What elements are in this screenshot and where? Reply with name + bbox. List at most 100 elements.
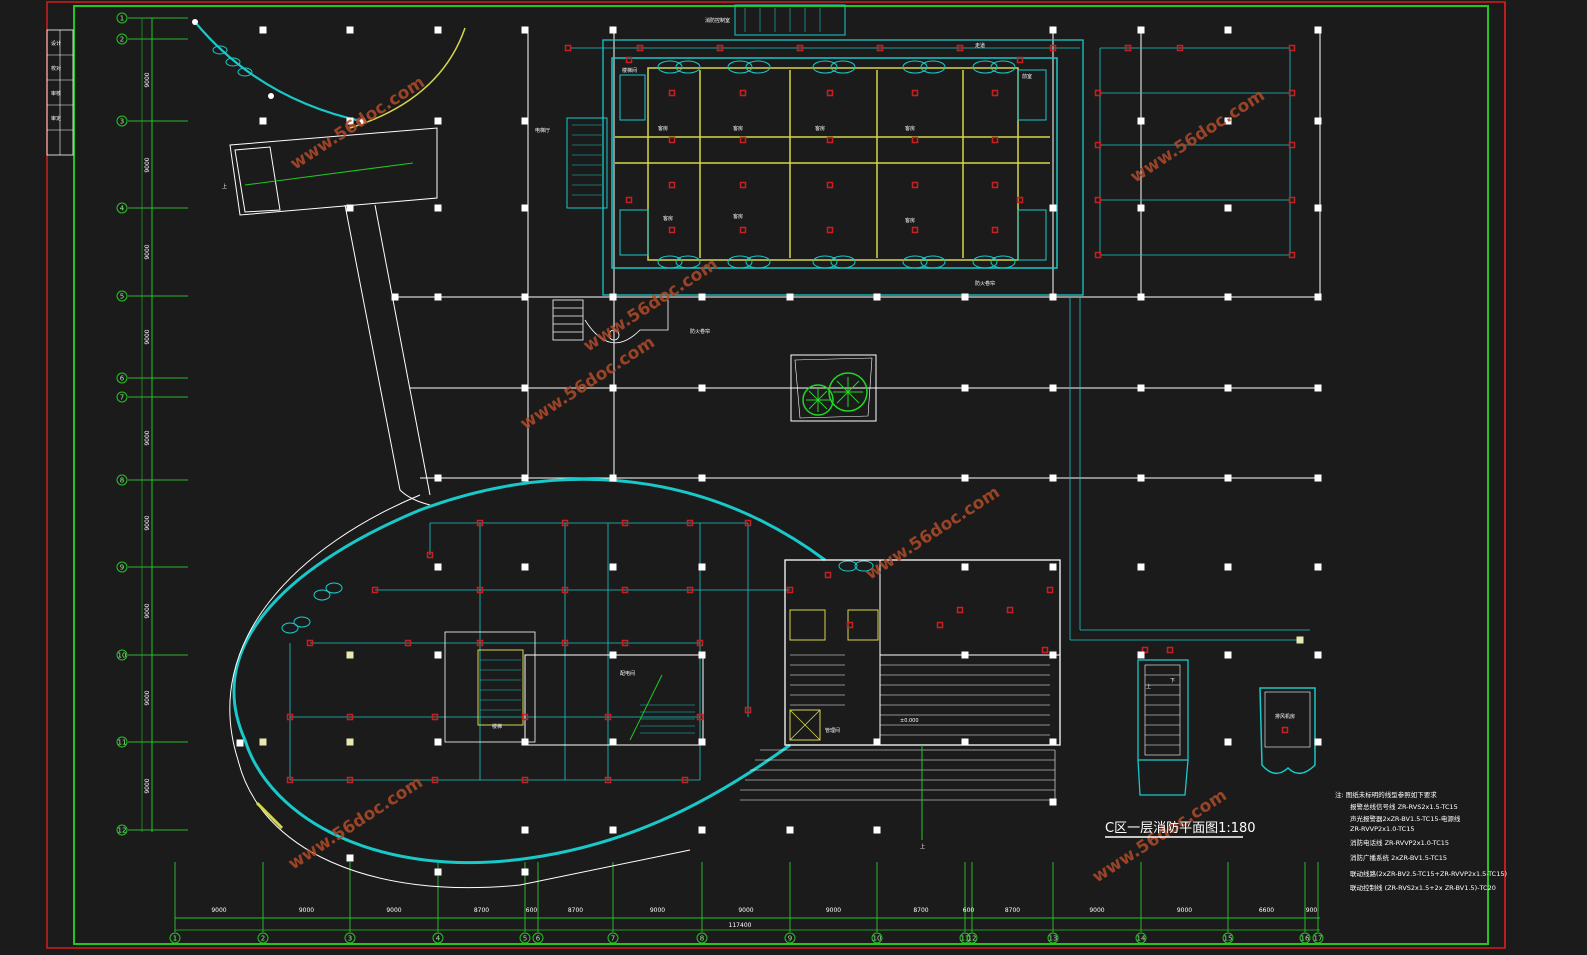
room-label-10: 客房 bbox=[663, 215, 673, 222]
column-square bbox=[698, 738, 706, 746]
room-label-19: 下 bbox=[1170, 678, 1175, 684]
room-label-1: 消防控制室 bbox=[705, 17, 730, 24]
smoke-detector bbox=[991, 226, 999, 234]
column-square bbox=[1224, 563, 1232, 571]
smoke-detector bbox=[1288, 141, 1296, 149]
column-dimension-text: 9000 bbox=[1089, 907, 1104, 914]
smoke-detector bbox=[1006, 606, 1014, 614]
row-dimension-text: 9000 bbox=[144, 515, 151, 530]
row-axis-label: 2 bbox=[120, 36, 124, 44]
column-square bbox=[521, 474, 529, 482]
title-block-cell-4: 审定 bbox=[51, 115, 61, 122]
column-square bbox=[786, 826, 794, 834]
smoke-detector bbox=[404, 639, 412, 647]
smoke-detector bbox=[696, 713, 704, 721]
smoke-detector bbox=[911, 89, 919, 97]
smoke-detector bbox=[786, 586, 794, 594]
smoke-detector bbox=[476, 519, 484, 527]
column-axis-label: 9 bbox=[788, 935, 792, 943]
smoke-detector bbox=[1141, 646, 1149, 654]
column-square bbox=[609, 563, 617, 571]
column-square bbox=[521, 384, 529, 392]
structural-columns bbox=[236, 26, 1322, 876]
column-dimension-text: 9000 bbox=[650, 907, 665, 914]
row-axis-bubble bbox=[116, 736, 128, 748]
smoke-detector bbox=[826, 226, 834, 234]
column-axis-bubble bbox=[344, 932, 356, 944]
column-axis-label: 8 bbox=[700, 935, 704, 943]
room-label-17: 防火卷帘 bbox=[690, 328, 710, 335]
column-square bbox=[346, 651, 354, 659]
smoke-detector bbox=[991, 181, 999, 189]
smoke-detector bbox=[744, 519, 752, 527]
column-axis-bubble bbox=[432, 932, 444, 944]
smoke-detector bbox=[521, 776, 529, 784]
column-axis-label: 1 bbox=[173, 935, 177, 943]
smoke-detector bbox=[1016, 196, 1024, 204]
smoke-detector bbox=[1176, 44, 1184, 52]
smoke-detector bbox=[286, 713, 294, 721]
column-square bbox=[521, 26, 529, 34]
column-square bbox=[434, 651, 442, 659]
row-dimension-text: 9000 bbox=[144, 603, 151, 618]
column-dimension-text: 8700 bbox=[568, 907, 583, 914]
column-square bbox=[1137, 117, 1145, 125]
column-square bbox=[259, 117, 267, 125]
row-axis-bubble bbox=[116, 649, 128, 661]
smoke-detector bbox=[431, 713, 439, 721]
column-axis-bubble bbox=[1222, 932, 1234, 944]
room-label-15: 排风机房 bbox=[1275, 713, 1295, 720]
smoke-detector bbox=[1046, 586, 1054, 594]
smoke-detector bbox=[668, 136, 676, 144]
column-square bbox=[609, 384, 617, 392]
room-labels: 消防控制室 楼梯间 前室 电梯厅 走道 客房 客房 客房 客房 客房 客房 客房… bbox=[222, 17, 1295, 850]
smoke-detector bbox=[1288, 44, 1296, 52]
smoke-detector bbox=[346, 713, 354, 721]
row-axis-label: 5 bbox=[120, 293, 124, 301]
smoke-detector bbox=[476, 639, 484, 647]
column-axis-bubble bbox=[1047, 932, 1059, 944]
notes-block: 注: 图纸未标明的线型参照如下要求 报警总线信号线 ZR-RVS2x1.5-TC… bbox=[1335, 790, 1507, 892]
column-square bbox=[609, 826, 617, 834]
column-square bbox=[961, 384, 969, 392]
drawing-title: C区一层消防平面图1:180 bbox=[1105, 820, 1256, 836]
column-dimension-text: 600 bbox=[526, 907, 538, 914]
column-axis-label: 12 bbox=[968, 935, 977, 943]
column-square bbox=[1224, 26, 1232, 34]
total-dimension: 117400 bbox=[729, 922, 752, 929]
smoke-detector bbox=[739, 226, 747, 234]
column-axis-label: 5 bbox=[523, 935, 527, 943]
note-line-5: 消防电话线 ZR-RVVP2x1.0-TC15 bbox=[1350, 838, 1449, 847]
row-axis-bubble bbox=[116, 391, 128, 403]
column-square bbox=[1137, 563, 1145, 571]
smoke-detector bbox=[476, 586, 484, 594]
room-label-22: ±0.000 bbox=[900, 718, 919, 724]
column-square bbox=[961, 293, 969, 301]
room-label-14: 配电间 bbox=[620, 670, 635, 677]
row-axis-label: 6 bbox=[120, 375, 125, 383]
column-square bbox=[1137, 651, 1145, 659]
smoke-detector bbox=[826, 181, 834, 189]
smoke-detector bbox=[936, 621, 944, 629]
smoke-detector bbox=[739, 136, 747, 144]
column-square bbox=[1314, 563, 1322, 571]
row-axis-label: 11 bbox=[118, 739, 127, 747]
smoke-detector bbox=[716, 44, 724, 52]
column-square bbox=[1224, 384, 1232, 392]
column-square bbox=[1049, 384, 1057, 392]
column-axis-bubble bbox=[169, 932, 181, 944]
row-axis-label: 7 bbox=[120, 394, 124, 402]
column-square bbox=[1224, 738, 1232, 746]
column-square bbox=[698, 826, 706, 834]
column-square bbox=[521, 738, 529, 746]
smoke-detector bbox=[1094, 196, 1102, 204]
note-line-7: 联动线路(2xZR-BV2.5-TC15+ZR-RVVP2x1.5-TC15) bbox=[1350, 869, 1507, 878]
column-dimension-text: 8700 bbox=[913, 907, 928, 914]
smoke-detector bbox=[696, 639, 704, 647]
room-label-7: 客房 bbox=[733, 125, 743, 132]
smoke-detector bbox=[876, 44, 884, 52]
column-axis-label: 6 bbox=[536, 935, 541, 943]
smoke-detector bbox=[426, 551, 434, 559]
column-axis-label: 7 bbox=[611, 935, 615, 943]
